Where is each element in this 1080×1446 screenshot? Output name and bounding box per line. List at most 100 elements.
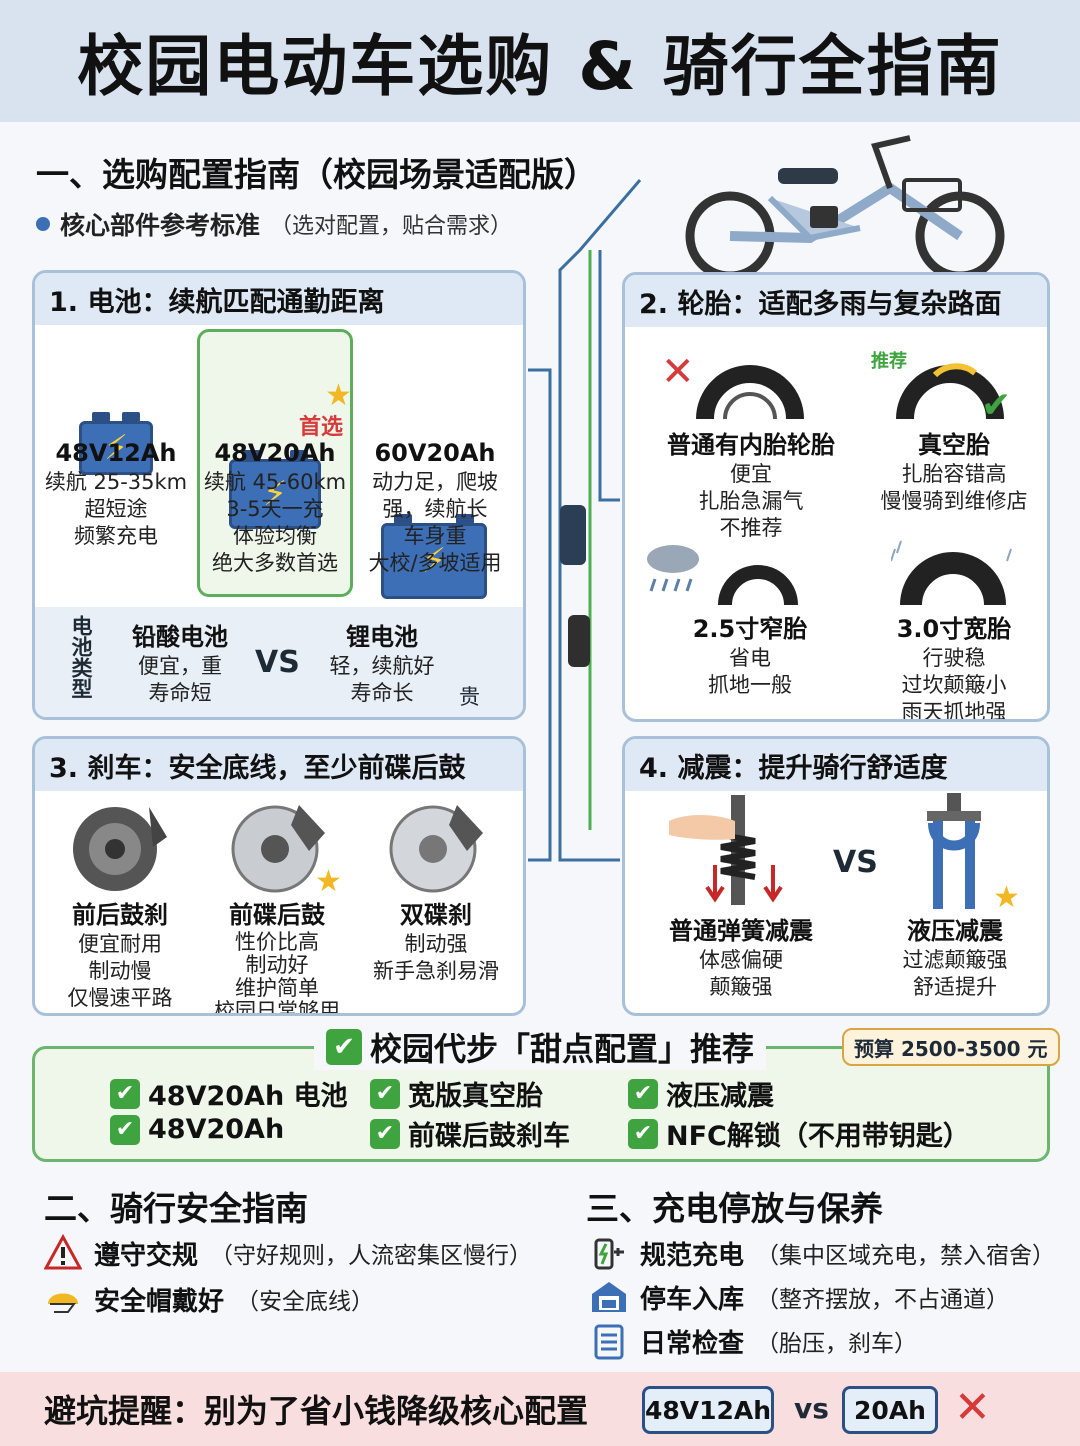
battery-type-label: 电池类型 bbox=[69, 615, 93, 699]
checklist-icon bbox=[594, 1324, 624, 1360]
star-icon: ★ bbox=[993, 880, 1020, 915]
spring-shock-icon bbox=[669, 795, 783, 905]
battery-option-48v20ah: 48V20Ah 续航 45-60km 3-5天一充 体验均衡 绝大多数首选 bbox=[199, 437, 351, 577]
battery-option-line: 续航 25-35km bbox=[44, 470, 188, 494]
sub-label: 核心部件参考标准 bbox=[60, 211, 261, 240]
tire-option-line: 雨天抓地强 bbox=[901, 700, 1007, 722]
brake-option-line: 制动好 bbox=[245, 953, 309, 977]
check-icon: ✔ bbox=[981, 385, 1012, 426]
suspension-panel-title: 4. 减震：提升骑行舒适度 bbox=[625, 739, 1047, 791]
dual-disc-brake-icon bbox=[389, 805, 483, 893]
check-icon: ✔ bbox=[370, 1078, 400, 1109]
battery-option-line: 续航 45-60km bbox=[203, 470, 347, 494]
suspension-option-name: 液压减震 bbox=[907, 917, 1003, 945]
tire-option-line: 行驶稳 bbox=[922, 646, 986, 670]
brake-option-line: 便宜耐用 bbox=[78, 932, 162, 956]
lithium-name: 锂电池 bbox=[346, 623, 418, 651]
rain-cloud-icon bbox=[647, 545, 699, 592]
section3-heading: 三、充电停放与保养 bbox=[586, 1189, 883, 1228]
recommend-item: ✔宽版真空胎 bbox=[370, 1074, 543, 1113]
care-item-note: （集中区域充电，禁入宿舍） bbox=[756, 1243, 1056, 1269]
tire-panel: 2. 轮胎：适配多雨与复杂路面 ✕ 推荐 ✔ 普通有内胎轮胎 便宜 扎胎急漏气 … bbox=[622, 272, 1050, 722]
suspension-option-line: 过滤颠簸强 bbox=[902, 948, 1008, 972]
tire-option-wide: 3.0寸宽胎 行驶稳 过坎颠簸小 雨天抓地强 bbox=[861, 613, 1047, 722]
care-item: 停车入库 （整齐摆放，不占通道） bbox=[590, 1278, 1009, 1316]
recommend-item-text: 前碟后鼓刹车 bbox=[408, 1121, 570, 1152]
warning-icon bbox=[44, 1234, 82, 1270]
lead-acid-line: 便宜，重 bbox=[138, 654, 222, 678]
section1-subheading: 核心部件参考标准 （选对配置，贴合需求） bbox=[36, 206, 512, 242]
cross-icon: ✕ bbox=[661, 349, 695, 395]
tire-option-line: 慢慢骑到维修店 bbox=[880, 489, 1028, 513]
recommend-item: ✔液压减震 bbox=[628, 1074, 774, 1113]
suspension-option-line: 体感偏硬 bbox=[699, 948, 783, 972]
page-title: 校园电动车选购 & 骑行全指南 bbox=[77, 28, 1003, 105]
sub-note: （选对配置，贴合需求） bbox=[270, 214, 513, 239]
lithium-line: 寿命长 bbox=[350, 681, 414, 705]
recommend-item-text: 48V20Ah 电池 bbox=[148, 1081, 348, 1112]
recommend-item: ✔NFC解锁（不用带钥匙） bbox=[628, 1114, 970, 1153]
lithium-price: 贵 bbox=[459, 685, 480, 709]
recommend-item-text: 48V20Ah bbox=[148, 1114, 285, 1145]
battery-option-line: 强，续航长 bbox=[382, 497, 488, 521]
battery-icon: ⚡ bbox=[381, 514, 487, 599]
care-item-note: （整齐摆放，不占通道） bbox=[756, 1287, 1010, 1313]
e-bike-illustration bbox=[685, 135, 1005, 276]
tire-option-line: 扎胎容错高 bbox=[901, 462, 1007, 486]
safety-item-note: （安全底线） bbox=[236, 1289, 375, 1315]
charging-icon bbox=[594, 1238, 624, 1270]
budget-badge: 预算 2500-3500 元 bbox=[842, 1028, 1060, 1066]
check-icon: ✔ bbox=[110, 1114, 140, 1145]
suspension-panel: 4. 减震：提升骑行舒适度 VS ★ 普通弹簧减震 体感偏硬 颠簸强 液压减震 … bbox=[622, 736, 1050, 1016]
tube-tire-icon bbox=[696, 365, 804, 419]
lithium-battery: 锂电池 轻，续航好 寿命长 bbox=[317, 621, 447, 707]
preferred-badge: 首选 bbox=[299, 415, 344, 440]
battery-panel: 1. 电池：续航匹配通勤距离 ⚡ 48V12Ah 续航 25-35km 超短途 … bbox=[32, 270, 526, 720]
tire-option-tube: 普通有内胎轮胎 便宜 扎胎急漏气 不推荐 bbox=[641, 429, 861, 542]
battery-option-line: 车身重 bbox=[403, 524, 467, 548]
battery-option-line: 体验均衡 bbox=[233, 524, 317, 548]
section2-heading: 二、骑行安全指南 bbox=[44, 1189, 308, 1228]
tire-option-line: 不推荐 bbox=[719, 516, 783, 540]
recommend-item-text: NFC解锁（不用带钥匙） bbox=[666, 1121, 970, 1152]
brake-option-line: 制动慢 bbox=[88, 959, 152, 983]
narrow-tire-icon bbox=[718, 565, 798, 605]
recommend-tag: 推荐 bbox=[871, 351, 907, 372]
brake-option-line: 校园日常够用 bbox=[214, 999, 340, 1016]
suspension-option-line: 舒适提升 bbox=[913, 975, 997, 999]
brake-option-name: 前碟后鼓 bbox=[229, 901, 325, 929]
lead-acid-name: 铅酸电池 bbox=[132, 623, 228, 651]
battery-icon: ⚡ bbox=[79, 412, 153, 475]
battery-icon: ⚡ bbox=[229, 450, 321, 529]
suspension-option-spring: 普通弹簧减震 体感偏硬 颠簸强 bbox=[641, 915, 841, 1001]
safety-item: 遵守交规 （守好规则，人流密集区慢行） bbox=[44, 1234, 532, 1272]
tire-option-line: 扎胎急漏气 bbox=[698, 489, 804, 513]
safety-item: 安全帽戴好 （安全底线） bbox=[44, 1280, 374, 1318]
lead-acid-line: 寿命短 bbox=[148, 681, 212, 705]
safety-item-note: （守好规则，人流密集区慢行） bbox=[210, 1243, 533, 1269]
brake-option-name: 前后鼓刹 bbox=[72, 901, 168, 929]
recommend-item: ✔ 48V20Ah bbox=[110, 1114, 284, 1145]
recommend-item: ✔ 前碟后鼓刹车 bbox=[370, 1114, 570, 1153]
warning-text: 避坑提醒：别为了省小钱降级核心配置 bbox=[44, 1392, 589, 1430]
brake-option-name: 双碟刹 bbox=[400, 901, 472, 929]
tire-option-line: 抓地一般 bbox=[708, 673, 792, 697]
tire-option-name: 3.0寸宽胎 bbox=[896, 615, 1012, 643]
brake-option-dual-disc: 双碟刹 制动强 新手急刹易滑 bbox=[361, 899, 511, 985]
tire-option-name: 普通有内胎轮胎 bbox=[667, 431, 835, 459]
tire-option-name: 2.5寸窄胎 bbox=[692, 615, 808, 643]
brake-option-disc-drum: 前碟后鼓 性价比高 制动好 维护简单 校园日常够用 bbox=[199, 899, 355, 1016]
hydraulic-fork-icon bbox=[927, 793, 981, 909]
battery-option-60v20ah: 60V20Ah 动力足，爬坡 强，续航长 车身重 大校/多坡适用 bbox=[357, 437, 513, 577]
tire-option-line: 过坎颠簸小 bbox=[901, 673, 1007, 697]
suspension-option-line: 颠簸强 bbox=[709, 975, 773, 999]
battery-option-48v12ah: 48V12Ah 续航 25-35km 超短途 频繁充电 bbox=[41, 437, 191, 550]
battery-vs: VS bbox=[255, 645, 300, 680]
check-icon: ✔ bbox=[370, 1118, 400, 1149]
battery-panel-title: 1. 电池：续航匹配通勤距离 bbox=[35, 273, 523, 325]
tire-option-tubeless: 真空胎 扎胎容错高 慢慢骑到维修店 bbox=[861, 429, 1047, 515]
care-item: 日常检查 （胎压，刹车） bbox=[590, 1322, 917, 1360]
care-item-note: （胎压，刹车） bbox=[756, 1331, 918, 1357]
care-item: 规范充电 （集中区域充电，禁入宿舍） bbox=[590, 1234, 1055, 1272]
star-icon: ★ bbox=[325, 378, 352, 413]
